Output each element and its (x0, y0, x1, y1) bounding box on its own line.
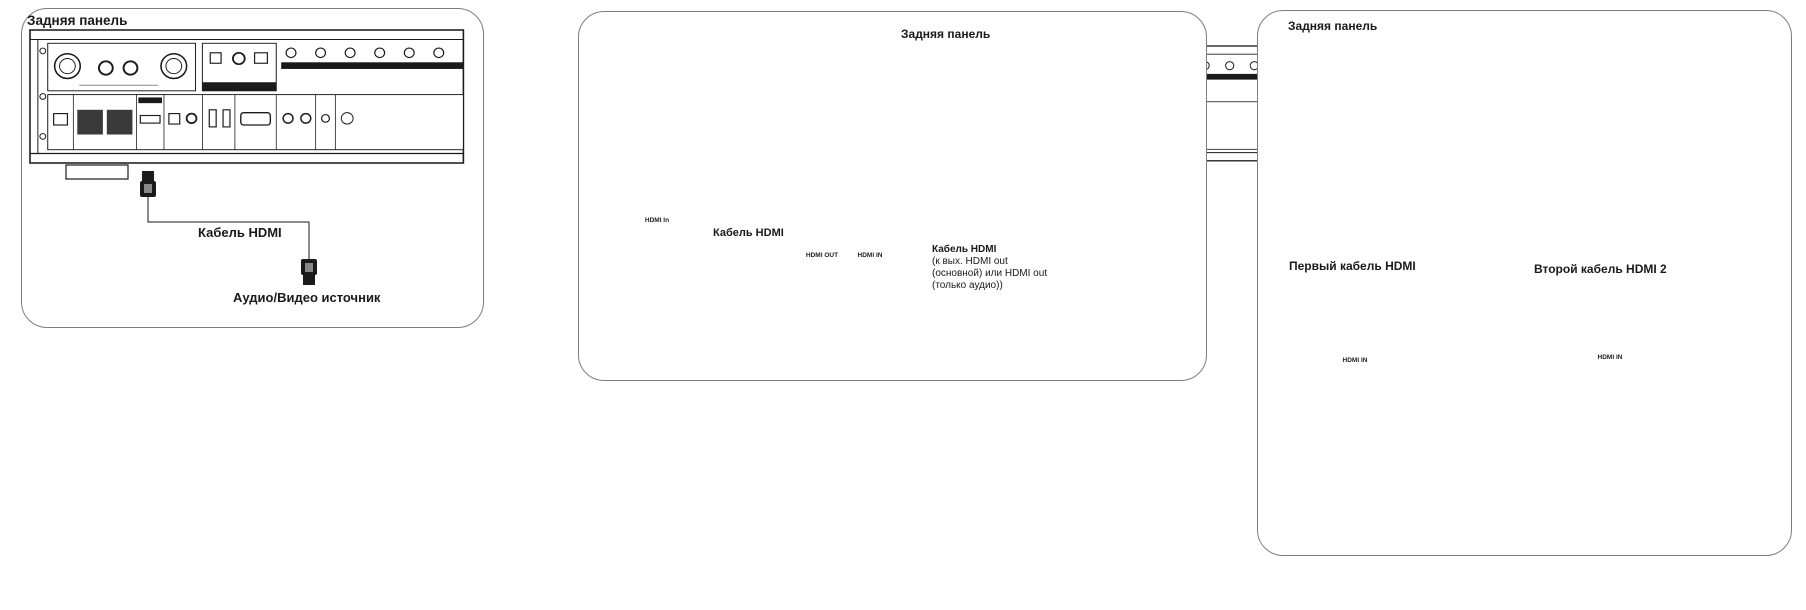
tv-hdmi-in-tag-right: HDMI IN (1342, 357, 1368, 364)
cable-note-line-4: (только аудио)) (932, 280, 1003, 291)
cable-note: Кабель HDMI (к вых. HDMI out (основной) … (932, 244, 1047, 292)
cable2-label: Второй кабель HDMI 2 (1534, 262, 1667, 276)
cable-note-line-2: (к вых. HDMI out (932, 256, 1008, 267)
panel-title-right: Задняя панель (1288, 19, 1378, 33)
cable1-label: Первый кабель HDMI (1289, 259, 1416, 273)
diagram-panel-dual (1257, 10, 1792, 556)
diagram-panel-receiver (578, 11, 1207, 381)
source-label: Аудио/Видео источник (233, 290, 381, 305)
receiver-hdmi-in-tag: HDMI IN (857, 252, 883, 259)
cable-note-line-1: Кабель HDMI (932, 244, 997, 255)
cable-label-left: Кабель HDMI (198, 225, 282, 240)
tv-hdmi-in-tag: HDMI In (644, 217, 670, 224)
cable-note-line-3: (основной) или HDMI out (932, 268, 1048, 279)
panel-title-middle: Задняя панель (901, 27, 991, 41)
cable-label-middle: Кабель HDMI (713, 227, 784, 239)
receiver-hdmi-out-tag: HDMI OUT (805, 252, 839, 259)
receiver-hdmi-in-tag-right: HDMI IN (1597, 354, 1623, 361)
panel-title-left: Задняя панель (27, 13, 128, 28)
